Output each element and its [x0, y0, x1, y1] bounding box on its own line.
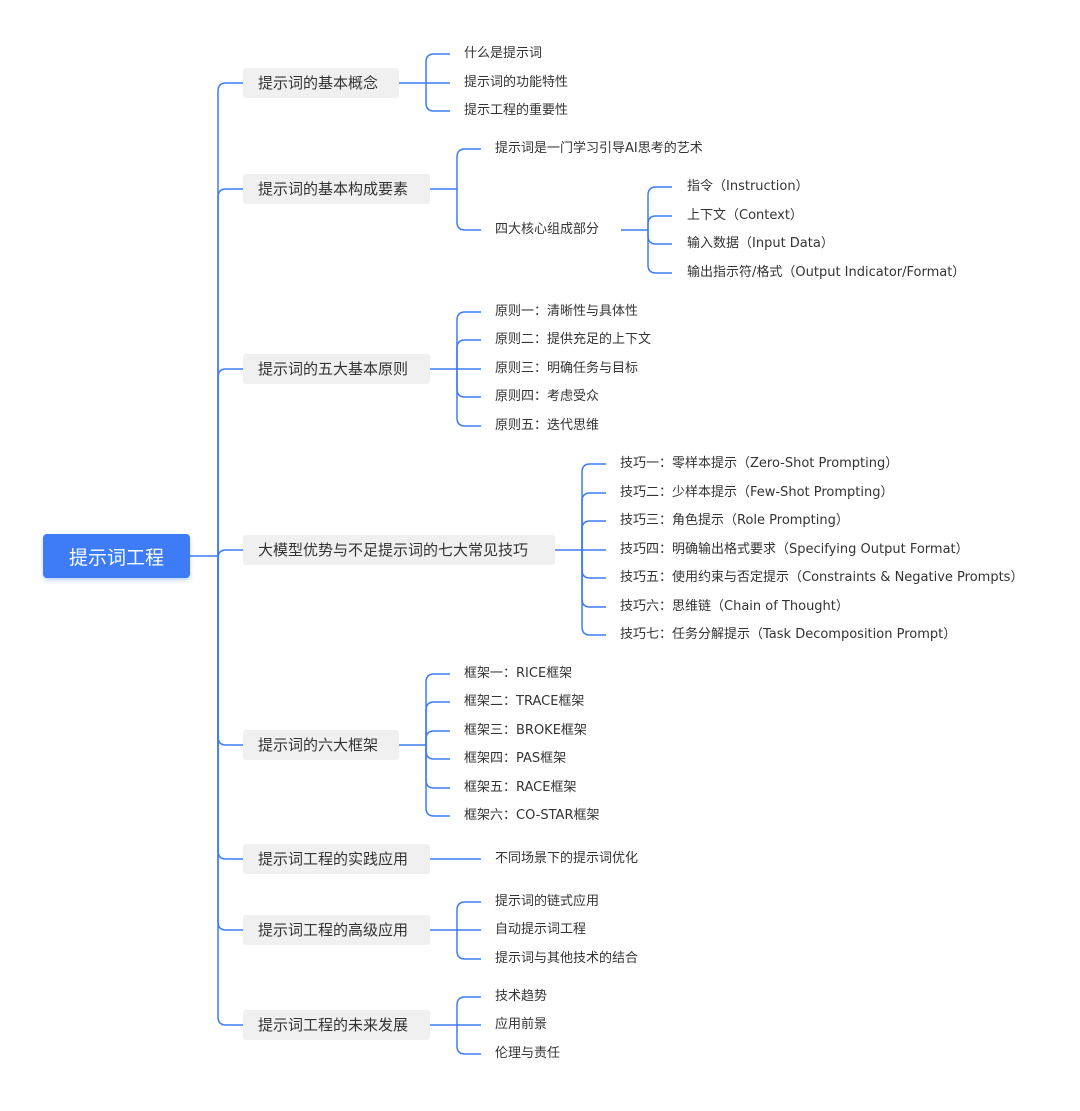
leaf-topic[interactable]: 技巧二：少样本提示（Few-Shot Prompting）	[620, 485, 894, 500]
branch-3-connector-edge	[581, 520, 606, 550]
leaf-topic[interactable]: 伦理与责任	[495, 1046, 561, 1061]
root-connector-edge	[217, 549, 243, 559]
leaf-topic[interactable]: 原则一：清晰性与具体性	[495, 304, 639, 319]
leaf-topic[interactable]: 框架六：CO-STAR框架	[464, 808, 600, 823]
branch-2-connector-edge	[456, 369, 481, 427]
branch-0-connector-edge	[425, 53, 450, 83]
sub-leaf-topic[interactable]: 输入数据（Input Data）	[687, 236, 834, 251]
branch-2-connector-edge	[456, 339, 481, 369]
branch-0-connector-edge	[425, 83, 450, 112]
root-connector-edge	[217, 368, 243, 556]
branch-4-connector-edge	[425, 745, 450, 789]
branch-3-connector-edge	[581, 492, 606, 550]
leaf-topic[interactable]: 原则五：迭代思维	[495, 418, 600, 433]
leaf-topic[interactable]: 提示词的功能特性	[464, 75, 569, 90]
branch-1-connector-edge	[456, 189, 481, 231]
leaf-topic[interactable]: 技巧三：角色提示（Role Prompting）	[620, 513, 849, 528]
leaf-topic[interactable]: 原则三：明确任务与目标	[495, 361, 639, 376]
leaf-topic[interactable]: 技巧五：使用约束与否定提示（Constraints & Negative Pro…	[620, 570, 1024, 585]
sub-leaf-topic[interactable]: 上下文（Context）	[687, 208, 803, 223]
branch-6-connector-edge	[456, 930, 481, 960]
leaf-topic[interactable]: 提示词的链式应用	[495, 894, 600, 909]
branch-6-connector-edge	[456, 901, 481, 930]
branch-4-connector-edge	[425, 673, 450, 745]
leaf-topic[interactable]: 技巧六：思维链（Chain of Thought）	[620, 599, 849, 614]
root-connector-edge	[217, 82, 243, 556]
root-connector-edge	[217, 556, 243, 746]
root-connector-edge	[217, 188, 243, 556]
branch-topic[interactable]: 提示词工程的高级应用	[243, 915, 430, 945]
branch-4-connector-edge	[425, 701, 450, 745]
root-connector-edge	[217, 556, 243, 931]
branch-3-connector-edge	[581, 463, 606, 550]
branch-topic[interactable]: 提示词工程的未来发展	[243, 1010, 430, 1040]
leaf-topic[interactable]: 框架一：RICE框架	[464, 666, 573, 681]
branch-topic[interactable]: 提示词的六大框架	[243, 730, 399, 760]
leaf-topic[interactable]: 框架二：TRACE框架	[464, 694, 585, 709]
branch-7-connector-edge	[456, 996, 481, 1025]
branch-topic[interactable]: 提示词的基本构成要素	[243, 174, 430, 204]
leaf-topic[interactable]: 自动提示词工程	[495, 922, 587, 937]
sub-1-1-connector-edge	[647, 230, 672, 274]
sub-leaf-topic[interactable]: 输出指示符/格式（Output Indicator/Format）	[687, 265, 966, 280]
leaf-topic[interactable]: 提示词是一门学习引导AI思考的艺术	[495, 141, 703, 156]
branch-2-connector-edge	[456, 311, 481, 369]
branch-4-connector-edge	[425, 745, 450, 760]
branch-4-connector-edge	[425, 745, 450, 817]
leaf-topic[interactable]: 四大核心组成部分	[495, 222, 600, 237]
leaf-topic[interactable]: 技术趋势	[495, 989, 548, 1004]
branch-topic[interactable]: 提示词的基本概念	[243, 68, 399, 98]
leaf-topic[interactable]: 原则二：提供充足的上下文	[495, 332, 652, 347]
leaf-topic[interactable]: 技巧七：任务分解提示（Task Decomposition Prompt）	[620, 627, 957, 642]
branch-4-connector-edge	[425, 730, 450, 745]
leaf-topic[interactable]: 提示词与其他技术的结合	[495, 951, 639, 966]
leaf-topic[interactable]: 什么是提示词	[464, 46, 543, 61]
root-connector-edge	[217, 556, 243, 860]
mindmap-root-node[interactable]: 提示词工程	[43, 534, 190, 578]
leaf-topic[interactable]: 不同场景下的提示词优化	[495, 851, 639, 866]
sub-1-1-connector-edge	[647, 215, 672, 230]
leaf-topic[interactable]: 原则四：考虑受众	[495, 389, 600, 404]
branch-1-connector-edge	[456, 148, 481, 189]
branch-topic[interactable]: 提示词的五大基本原则	[243, 354, 430, 384]
branch-7-connector-edge	[456, 1025, 481, 1055]
leaf-topic[interactable]: 框架四：PAS框架	[464, 751, 567, 766]
leaf-topic[interactable]: 应用前景	[495, 1017, 548, 1032]
branch-2-connector-edge	[456, 369, 481, 398]
branch-3-connector-edge	[581, 550, 606, 636]
leaf-topic[interactable]: 框架三：BROKE框架	[464, 723, 587, 738]
leaf-topic[interactable]: 技巧一：零样本提示（Zero-Shot Prompting）	[620, 456, 899, 471]
sub-1-1-connector-edge	[647, 230, 672, 245]
root-connector-edge	[217, 556, 243, 1026]
branch-topic[interactable]: 提示词工程的实践应用	[243, 844, 430, 874]
leaf-topic[interactable]: 框架五：RACE框架	[464, 780, 577, 795]
sub-1-1-connector-edge	[647, 186, 672, 230]
sub-leaf-topic[interactable]: 指令（Instruction）	[687, 179, 809, 194]
branch-topic[interactable]: 大模型优势与不足提示词的七大常见技巧	[243, 535, 555, 565]
branch-3-connector-edge	[581, 550, 606, 579]
leaf-topic[interactable]: 提示工程的重要性	[464, 103, 569, 118]
leaf-topic[interactable]: 技巧四：明确输出格式要求（Specifying Output Format）	[620, 542, 969, 557]
